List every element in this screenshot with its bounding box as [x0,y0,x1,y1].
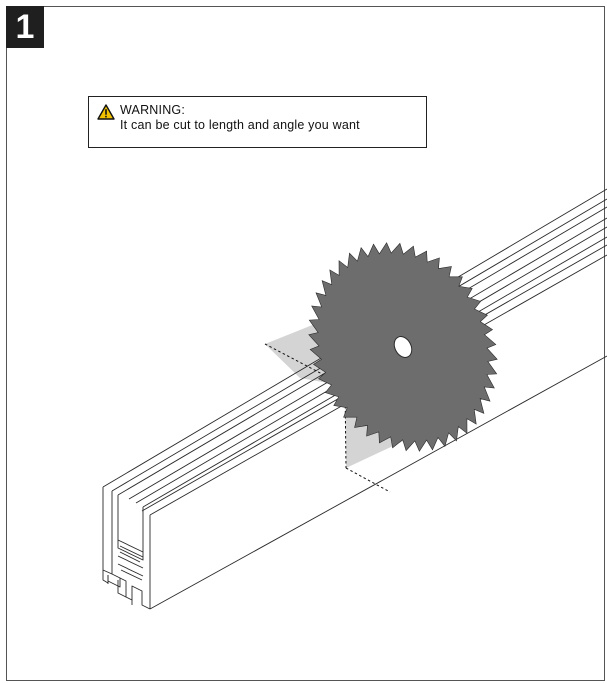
step-frame [6,6,605,681]
saw-blade [308,242,498,452]
step-number-badge: 1 [6,6,44,48]
warning-triangle-icon [97,104,115,120]
warning-box: WARNING: It can be cut to length and ang… [88,96,427,148]
warning-title: WARNING: [120,103,186,117]
warning-text: It can be cut to length and angle you wa… [120,118,360,132]
